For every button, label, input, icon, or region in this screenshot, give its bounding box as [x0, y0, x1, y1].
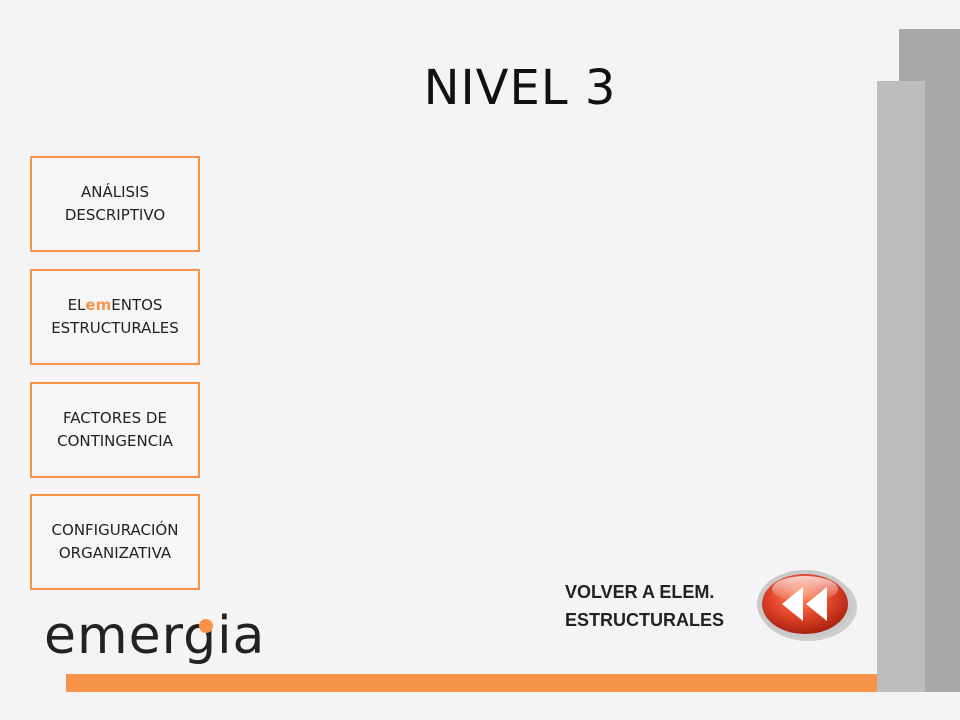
menu-item-label: FACTORES DE CONTINGENCIA — [57, 409, 173, 450]
back-link[interactable]: VOLVER A ELEM. ESTRUCTURALES — [565, 582, 725, 630]
menu-item-label: CONFIGURACIÓN ORGANIZATIVA — [51, 521, 179, 562]
page-title: NIVEL 3 — [423, 60, 617, 116]
logo-text: emergia — [44, 606, 266, 666]
menu-item-label: ELemENTOS ESTRUCTURALES — [51, 296, 179, 337]
back-button[interactable] — [755, 565, 859, 643]
menu-item-configuracion-organizativa[interactable]: CONFIGURACIÓN ORGANIZATIVA — [30, 494, 200, 590]
menu-item-elementos-estructurales[interactable]: ELemENTOS ESTRUCTURALES — [30, 269, 200, 365]
side-bar-front — [877, 81, 925, 692]
footer-bar — [66, 674, 877, 692]
menu-item-analisis-descriptivo[interactable]: ANÁLISIS DESCRIPTIVO — [30, 156, 200, 252]
menu-item-factores-contingencia[interactable]: FACTORES DE CONTINGENCIA — [30, 382, 200, 478]
logo-dot — [199, 619, 213, 633]
menu-item-label: ANÁLISIS DESCRIPTIVO — [64, 183, 166, 224]
emergia-logo: emergia — [44, 606, 265, 666]
rewind-icon — [757, 570, 857, 641]
